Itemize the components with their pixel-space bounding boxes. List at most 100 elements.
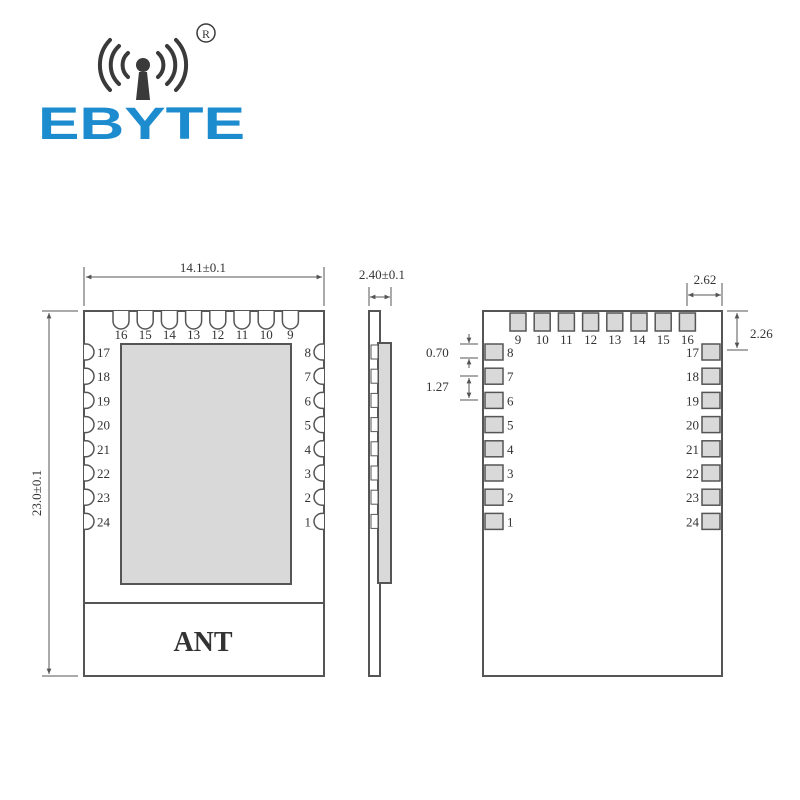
bottom-left-pin-label: 2 (507, 490, 514, 505)
front-right-pin-label: 6 (305, 393, 312, 408)
side-pads (370, 344, 379, 529)
bottom-right-pin-label: 19 (686, 393, 699, 408)
brand-name: EBYTE (38, 98, 245, 149)
front-right-pin-label: 2 (305, 490, 312, 505)
bottom-right-pad (701, 512, 721, 531)
shield-can (120, 343, 292, 585)
front-right-pad (313, 367, 324, 385)
front-right-pad (313, 464, 324, 482)
front-top-pin-label: 14 (163, 327, 177, 342)
front-top-pin-label: 15 (139, 327, 152, 342)
front-top-pin-label: 12 (211, 327, 224, 342)
front-left-pad (84, 488, 95, 506)
bottom-top-pin-label: 10 (536, 332, 549, 347)
front-left-pin-label: 17 (97, 345, 111, 360)
front-right-pin-label: 3 (305, 466, 312, 481)
front-top-pad (209, 311, 227, 330)
bottom-top-pad (509, 312, 527, 332)
side-pad (370, 489, 379, 505)
bottom-right-pad (701, 464, 721, 482)
front-left-pin-label: 24 (97, 514, 111, 529)
bottom-left-pin-label: 1 (507, 514, 514, 529)
front-left-pin-label: 23 (97, 490, 110, 505)
front-left-pad (84, 367, 95, 385)
front-right-pin-label: 5 (305, 418, 312, 433)
front-right-pin-label: 7 (305, 369, 312, 384)
top-offset-dimension: 2.26 (750, 326, 773, 341)
front-top-pin-label: 9 (287, 327, 294, 342)
bottom-top-pad (606, 312, 624, 332)
front-left-pad (84, 464, 95, 482)
front-top-pin-label: 11 (236, 327, 249, 342)
front-right-pin-label: 1 (305, 514, 312, 529)
bottom-top-pad (533, 312, 551, 332)
bottom-right-pin-label: 22 (686, 466, 699, 481)
bottom-right-pad (701, 391, 721, 410)
front-top-pin-label: 10 (260, 327, 273, 342)
bottom-body (482, 310, 723, 677)
bottom-right-pad (701, 440, 721, 458)
bottom-top-pin-label: 14 (633, 332, 647, 347)
side-shield (377, 342, 392, 584)
front-top-pad (184, 311, 203, 330)
wireless-signal-icon (97, 38, 189, 100)
front-left-pad (84, 512, 95, 531)
bottom-left-pad (484, 464, 504, 482)
bottom-right-pin-label: 23 (686, 490, 699, 505)
front-right-pad (313, 440, 324, 458)
front-left-pin-label: 22 (97, 466, 110, 481)
bottom-right-pin-label: 24 (686, 514, 700, 529)
front-top-pad (257, 311, 275, 330)
bottom-top-pad (630, 312, 648, 332)
front-left-pin-label: 20 (97, 418, 110, 433)
bottom-left-pad (484, 343, 504, 361)
front-left-pad (84, 343, 95, 361)
front-top-pin-label: 13 (187, 327, 200, 342)
bottom-left-pin-label: 6 (507, 393, 514, 408)
front-left-pad (84, 440, 95, 458)
bottom-left-pin-label: 8 (507, 345, 514, 360)
front-right-pad (313, 415, 324, 434)
height-dimension: 23.0±0.1 (29, 470, 44, 516)
front-top-pad (233, 311, 251, 330)
front-left-pad (84, 391, 95, 410)
bottom-left-pad (484, 367, 504, 385)
bottom-right-pad (701, 343, 721, 361)
thickness-dimension: 2.40±0.1 (359, 267, 405, 282)
side-pad (370, 368, 379, 384)
bottom-top-pin-label: 15 (657, 332, 670, 347)
bottom-top-pad (678, 312, 697, 332)
bottom-right-pad (701, 415, 721, 434)
bottom-top-pin-label: 11 (560, 332, 573, 347)
bottom-top-pad (557, 312, 576, 332)
width-dimension: 14.1±0.1 (180, 260, 226, 275)
front-left-pad (84, 415, 95, 434)
pitch-dimension: 1.27 (426, 379, 449, 394)
front-top-pad (160, 311, 179, 330)
bottom-top-pad (654, 312, 672, 332)
front-right-pad (313, 488, 324, 506)
registered-mark: R (202, 27, 210, 41)
side-pad (370, 344, 379, 360)
front-left-pin-label: 18 (97, 369, 110, 384)
bottom-left-pin-label: 4 (507, 442, 514, 457)
bottom-right-pin-label: 17 (686, 345, 700, 360)
front-top-pad (112, 311, 130, 330)
bottom-left-pad (484, 512, 504, 531)
bottom-left-pad (484, 488, 504, 506)
edge-offset-dimension: 2.62 (694, 272, 717, 287)
front-top-pin-label: 16 (115, 327, 129, 342)
bottom-left-pad (484, 415, 504, 434)
bottom-right-pin-label: 18 (686, 369, 699, 384)
side-pad (370, 441, 379, 457)
side-pad (370, 513, 379, 529)
bottom-top-pin-label: 16 (681, 332, 695, 347)
front-top-pad (136, 311, 154, 330)
bottom-left-pin-label: 7 (507, 369, 514, 384)
bottom-top-pin-label: 12 (584, 332, 597, 347)
bottom-left-pin-label: 5 (507, 418, 514, 433)
